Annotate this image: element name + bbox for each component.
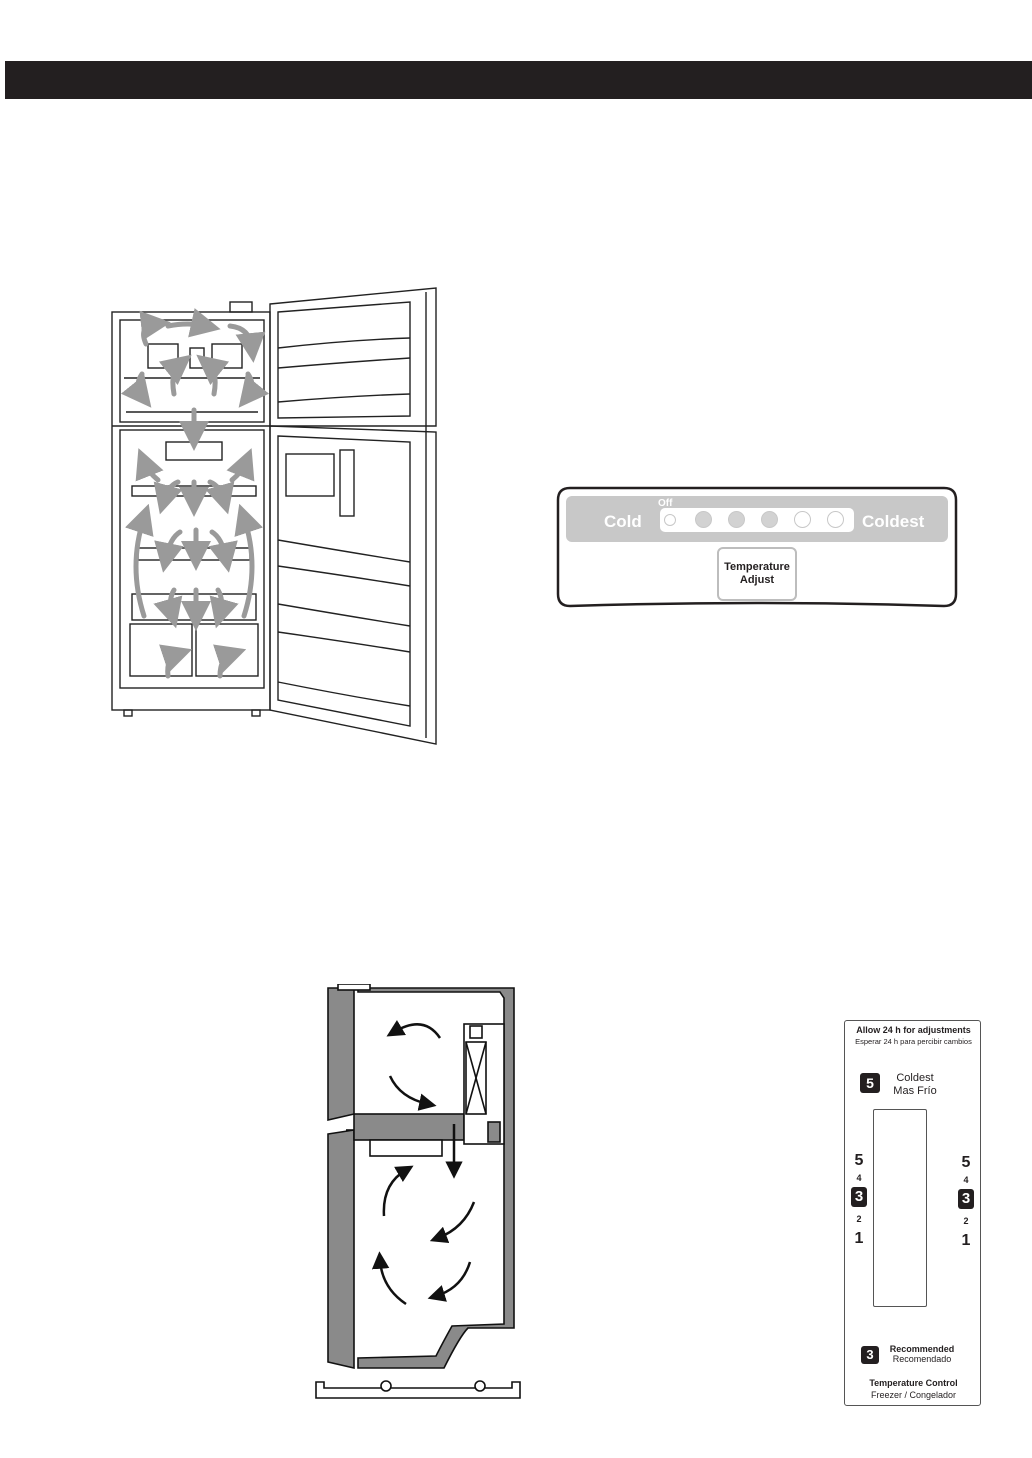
button-label-line1: Temperature bbox=[719, 561, 795, 574]
scale-right-3: 3 bbox=[958, 1189, 974, 1209]
coldest-badge: 5 bbox=[860, 1073, 880, 1093]
header-bar bbox=[5, 61, 1032, 99]
button-label-line2: Adjust bbox=[719, 574, 795, 587]
led-indicator-5 bbox=[794, 511, 811, 528]
led-indicator-6 bbox=[827, 511, 844, 528]
coldest-text: Coldest bbox=[885, 1072, 945, 1084]
temperature-control-panel: Off Cold Coldest Temperature Adjust bbox=[556, 486, 958, 608]
coldest-text-spanish: Mas Frío bbox=[885, 1085, 945, 1097]
recommended-text: Recommended bbox=[881, 1344, 963, 1354]
scale-left-5: 5 bbox=[851, 1151, 867, 1171]
dial-scale-left: 5 4 3 2 1 bbox=[851, 1151, 867, 1249]
scale-right-5: 5 bbox=[958, 1153, 974, 1173]
scale-left-4: 4 bbox=[851, 1171, 867, 1185]
dial-knob-slot[interactable] bbox=[873, 1109, 927, 1307]
refrigerator-airflow-illustration bbox=[108, 286, 448, 746]
cold-label: Cold bbox=[604, 512, 642, 532]
control-subtitle: Freezer / Congelador bbox=[845, 1390, 982, 1400]
temperature-control-dial-label: Allow 24 h for adjustments Esperar 24 h … bbox=[844, 1020, 981, 1406]
dial-scale-right: 5 4 3 2 1 bbox=[958, 1153, 974, 1251]
recommended-text-spanish: Recomendado bbox=[881, 1354, 963, 1364]
airflow-cross-section-diagram bbox=[314, 984, 526, 1402]
led-indicator-2 bbox=[695, 511, 712, 528]
control-title: Temperature Control bbox=[845, 1378, 982, 1388]
scale-left-3: 3 bbox=[851, 1187, 867, 1207]
led-indicator-row bbox=[662, 511, 852, 529]
adjustment-note: Allow 24 h for adjustments bbox=[845, 1025, 982, 1035]
scale-right-2: 2 bbox=[958, 1211, 974, 1231]
led-indicator-1 bbox=[664, 514, 676, 526]
scale-right-4: 4 bbox=[958, 1173, 974, 1187]
off-label: Off bbox=[658, 498, 672, 509]
led-indicator-4 bbox=[761, 511, 778, 528]
adjustment-note-spanish: Esperar 24 h para percibir cambios bbox=[845, 1037, 982, 1046]
led-indicator-3 bbox=[728, 511, 745, 528]
temperature-adjust-button[interactable]: Temperature Adjust bbox=[717, 547, 797, 601]
scale-right-1: 1 bbox=[958, 1231, 974, 1251]
recommended-badge: 3 bbox=[861, 1346, 879, 1364]
scale-left-1: 1 bbox=[851, 1229, 867, 1249]
scale-left-2: 2 bbox=[851, 1209, 867, 1229]
coldest-label: Coldest bbox=[862, 512, 924, 532]
